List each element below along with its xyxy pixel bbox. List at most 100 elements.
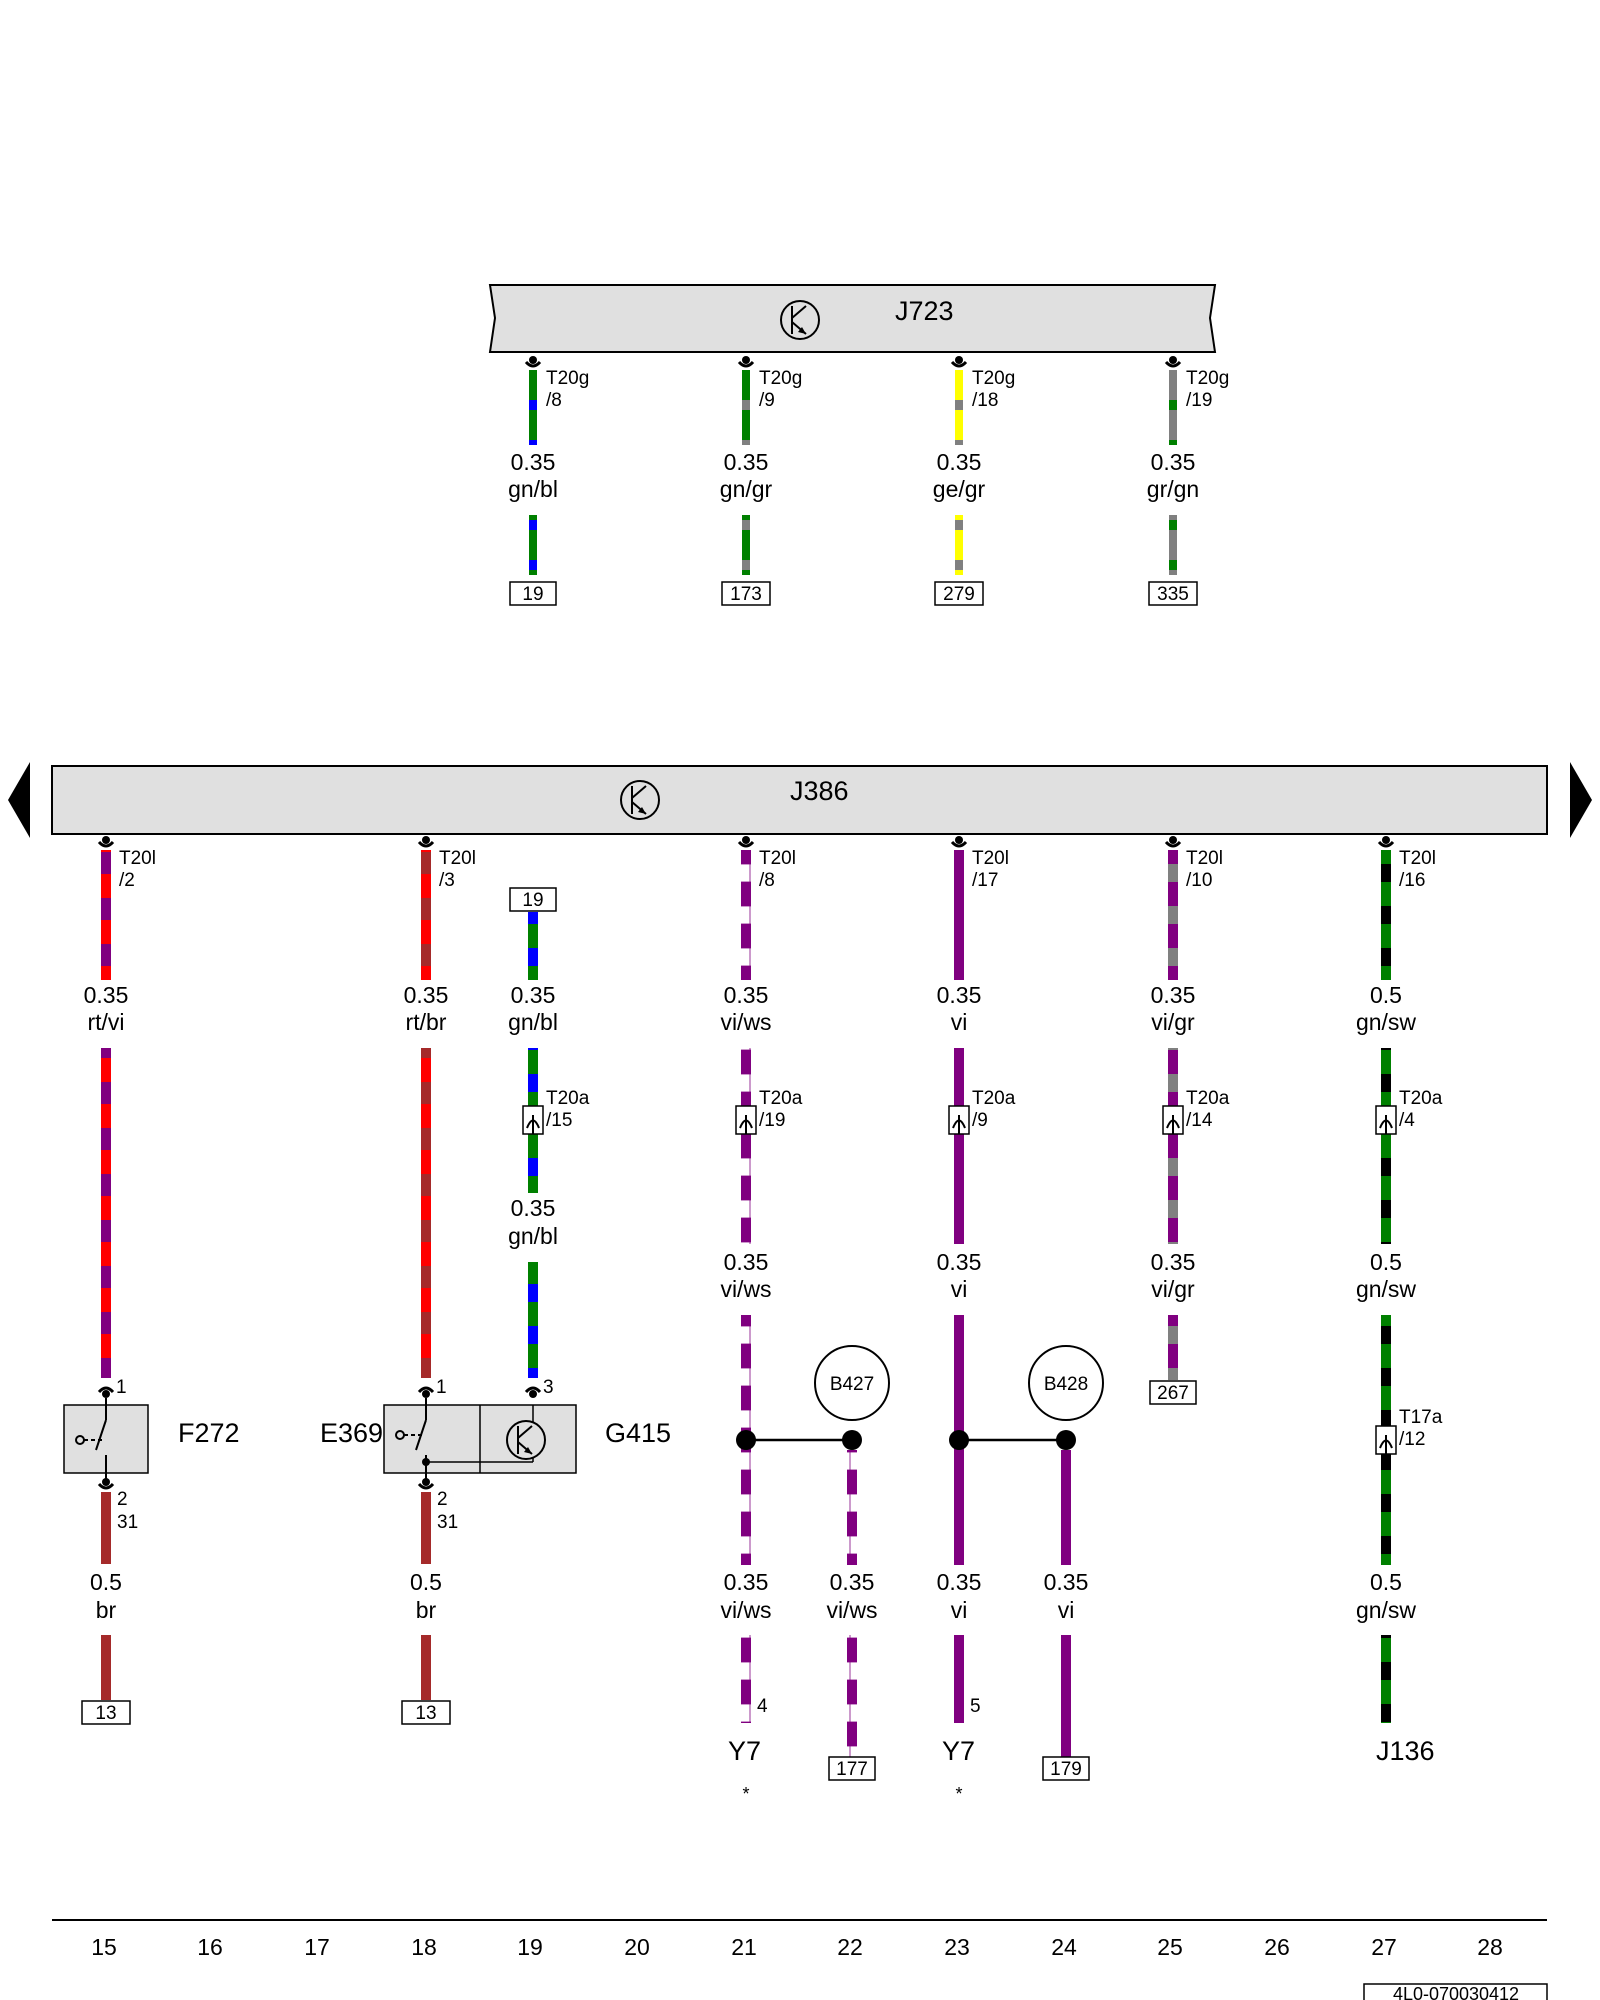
- wire-size: 0.35: [1151, 982, 1196, 1008]
- connector-label: T20l: [759, 848, 796, 869]
- pin-label: /9: [972, 1110, 988, 1131]
- document-code-text: 4L0-070030412: [1393, 1984, 1519, 2000]
- transistor-icon: [620, 780, 660, 820]
- wire-col-15-ground: 2 31 0.5 br 13: [81, 1478, 138, 1725]
- connector-label: T20a: [1399, 1088, 1443, 1109]
- column-number: 20: [624, 1934, 650, 1960]
- ref-box: 177: [836, 1759, 868, 1780]
- wire-size: 0.35: [724, 449, 769, 475]
- connector-label: T20l: [972, 848, 1009, 869]
- column-number: 25: [1157, 1934, 1183, 1960]
- top-wire-3: T20g /18 0.35 ge/gr 279: [933, 356, 1015, 606]
- wire-color: rt/br: [406, 1009, 447, 1035]
- pin-label: /14: [1186, 1110, 1213, 1131]
- column-number: 26: [1264, 1934, 1290, 1960]
- wire-size: 0.35: [84, 982, 129, 1008]
- pin-number: 2: [437, 1489, 448, 1510]
- wire-size: 0.5: [1370, 1569, 1402, 1595]
- connector-label: T20g: [1186, 368, 1229, 389]
- document-code: 4L0-070030412: [1363, 1983, 1548, 2000]
- pin-label: /9: [759, 390, 775, 411]
- wire-color: vi/ws: [720, 1276, 771, 1302]
- wire-size: 0.35: [1151, 1249, 1196, 1275]
- wire-color: rt/vi: [87, 1009, 124, 1035]
- wire-color: gn/sw: [1356, 1009, 1416, 1035]
- column-number: 28: [1477, 1934, 1503, 1960]
- column-number: 15: [91, 1934, 117, 1960]
- pin-label: /19: [1186, 390, 1212, 411]
- wire-col-25: T20l /10 0.35 vi/gr T20a /14 0.35 vi/gr …: [1149, 836, 1230, 1405]
- page-prev-arrow[interactable]: [8, 762, 30, 838]
- wire-color: br: [416, 1597, 437, 1623]
- wire-color: vi/ws: [720, 1597, 771, 1623]
- top-wire-2: T20g /9 0.35 gn/gr 173: [720, 356, 802, 606]
- ref-box: 173: [730, 584, 762, 605]
- pin-label: /16: [1399, 870, 1425, 891]
- top-wire-4: T20g /19 0.35 gr/gn 335: [1147, 356, 1229, 606]
- column-number: 22: [837, 1934, 863, 1960]
- connector-label: T17a: [1399, 1407, 1443, 1428]
- column-number: 16: [197, 1934, 223, 1960]
- wire-color: vi/gr: [1151, 1276, 1195, 1302]
- column-number: 21: [731, 1934, 757, 1960]
- wire-size: 0.5: [1370, 982, 1402, 1008]
- ref-box: 19: [522, 890, 543, 911]
- pin-number: 4: [757, 1696, 768, 1717]
- module-j386-label: J386: [790, 776, 849, 806]
- transistor-icon: [780, 300, 820, 340]
- connector-label: T20g: [972, 368, 1015, 389]
- component-y7-label: Y7: [728, 1736, 761, 1766]
- wire-color: vi/ws: [720, 1009, 771, 1035]
- wire-color: vi/ws: [826, 1597, 877, 1623]
- wire-size: 0.35: [1044, 1569, 1089, 1595]
- pin-number: 1: [436, 1377, 447, 1398]
- pin-label: /3: [439, 870, 455, 891]
- wire-size: 0.35: [724, 982, 769, 1008]
- wire-color: br: [96, 1597, 117, 1623]
- connector-label: T20a: [759, 1088, 803, 1109]
- page-next-arrow[interactable]: [1570, 762, 1592, 838]
- module-j723: J723: [488, 284, 1217, 353]
- connector-label: T20a: [972, 1088, 1016, 1109]
- wire-col-18: T20l /3 0.35 rt/br 1: [404, 836, 476, 1398]
- wire-col-21: T20l /8 0.35 vi/ws T20a /19 0.35 vi/ws 0…: [720, 836, 803, 1804]
- pin-label: /10: [1186, 870, 1212, 891]
- module-j723-label: J723: [895, 296, 954, 326]
- wire-color: gn/sw: [1356, 1597, 1416, 1623]
- wire-size: 0.5: [90, 1569, 122, 1595]
- footnote-star: *: [955, 1784, 962, 1804]
- wire-size: 0.35: [937, 1569, 982, 1595]
- pin-ground: 31: [117, 1512, 138, 1533]
- wire-color: gn/bl: [508, 476, 558, 502]
- column-number: 19: [517, 1934, 543, 1960]
- wire-color: vi: [951, 1597, 968, 1623]
- pin-label: /18: [972, 390, 998, 411]
- column-number: 23: [944, 1934, 970, 1960]
- wire-size: 0.35: [511, 449, 556, 475]
- connector-label: T20a: [1186, 1088, 1230, 1109]
- component-f272-label: F272: [178, 1418, 240, 1448]
- splice-b427-label: B427: [830, 1374, 874, 1395]
- wire-color: vi: [951, 1009, 968, 1035]
- wire-size: 0.35: [511, 1195, 556, 1221]
- wire-size: 0.35: [937, 1249, 982, 1275]
- wire-col-27: T20l /16 0.5 gn/sw T20a /4 0.5 gn/sw T17…: [1356, 836, 1443, 1766]
- ref-box: 279: [943, 584, 975, 605]
- wire-size: 0.35: [404, 982, 449, 1008]
- wire-color: gn/bl: [508, 1223, 558, 1249]
- ref-box: 267: [1157, 1383, 1189, 1404]
- column-number: 17: [304, 1934, 330, 1960]
- pin-number: 2: [117, 1489, 128, 1510]
- module-j386: J386: [8, 762, 1592, 838]
- pin-label: /19: [759, 1110, 785, 1131]
- column-number: 24: [1051, 1934, 1077, 1960]
- ref-box: 19: [522, 584, 543, 605]
- connector-label: T20l: [439, 848, 476, 869]
- wire-col-24: B428 0.35 vi 179: [949, 1345, 1104, 1781]
- wire-size: 0.35: [937, 449, 982, 475]
- ref-box: 335: [1157, 584, 1189, 605]
- wire-size: 0.35: [1151, 449, 1196, 475]
- pin-label: /8: [546, 390, 562, 411]
- pin-label: /17: [972, 870, 998, 891]
- wire-size: 0.35: [937, 982, 982, 1008]
